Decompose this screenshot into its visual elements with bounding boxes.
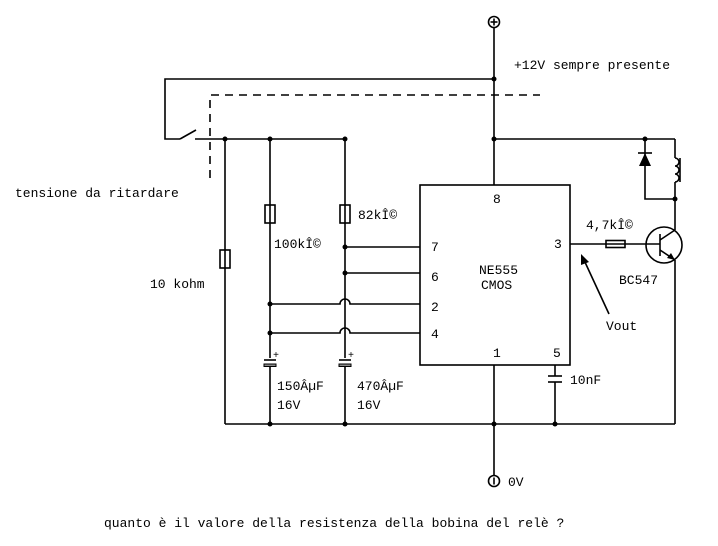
ground-terminal-icon xyxy=(487,474,501,488)
ic-type: CMOS xyxy=(481,278,512,293)
ground-label: 0V xyxy=(508,475,524,490)
pin-5: 5 xyxy=(553,346,561,361)
r100k-label: 100kÎ© xyxy=(274,237,321,252)
pin-2: 2 xyxy=(431,300,439,315)
switch-blade xyxy=(179,129,197,140)
diode-wire xyxy=(644,139,675,200)
resistor-82k xyxy=(339,204,351,224)
resistor-10k xyxy=(219,249,231,269)
ic-name: NE555 xyxy=(479,263,518,278)
pin-1: 1 xyxy=(493,346,501,361)
c470-voltage: 16V xyxy=(357,398,381,413)
transistor-label: BC547 xyxy=(619,273,658,288)
vout-label: Vout xyxy=(606,319,637,334)
svg-text:+: + xyxy=(273,351,279,362)
input-label: tensione da ritardare xyxy=(15,186,179,201)
pin-8: 8 xyxy=(493,192,501,207)
resistor-4k7 xyxy=(605,239,626,249)
supply-terminal-icon xyxy=(487,15,501,29)
capacitor-470uf: + xyxy=(338,351,354,367)
capacitor-150uf: + xyxy=(263,351,279,367)
switch-feed-wire xyxy=(164,78,494,140)
pin2-wire xyxy=(270,298,420,305)
pin-7: 7 xyxy=(431,240,439,255)
r82k-label: 82kÎ© xyxy=(358,208,397,223)
vout-arrow xyxy=(583,259,610,315)
question-text: quanto è il valore della resistenza dell… xyxy=(104,516,564,531)
relay-coil-icon xyxy=(673,157,681,183)
capacitor-10nf xyxy=(548,375,562,383)
transistor-bc547 xyxy=(645,226,683,264)
c470-label: 470ÂµF xyxy=(357,379,404,394)
junction-dots xyxy=(222,76,678,427)
pin-4: 4 xyxy=(431,327,439,342)
pin-6: 6 xyxy=(431,270,439,285)
c150-voltage: 16V xyxy=(277,398,301,413)
vout-arrowhead xyxy=(581,254,589,265)
r10k-label: 10 kohm xyxy=(150,277,205,292)
pin4-wire xyxy=(270,327,420,334)
resistor-100k xyxy=(264,204,276,224)
svg-text:+: + xyxy=(348,351,354,362)
ne555-ic xyxy=(419,184,571,366)
c150-label: 150ÂµF xyxy=(277,379,324,394)
c10n-label: 10nF xyxy=(570,373,601,388)
diode-icon xyxy=(638,152,652,166)
pin-3: 3 xyxy=(554,237,562,252)
mechanical-link-dashed xyxy=(209,94,540,178)
supply-label: +12V sempre presente xyxy=(514,58,670,73)
r4k7-label: 4,7kÎ© xyxy=(586,218,633,233)
